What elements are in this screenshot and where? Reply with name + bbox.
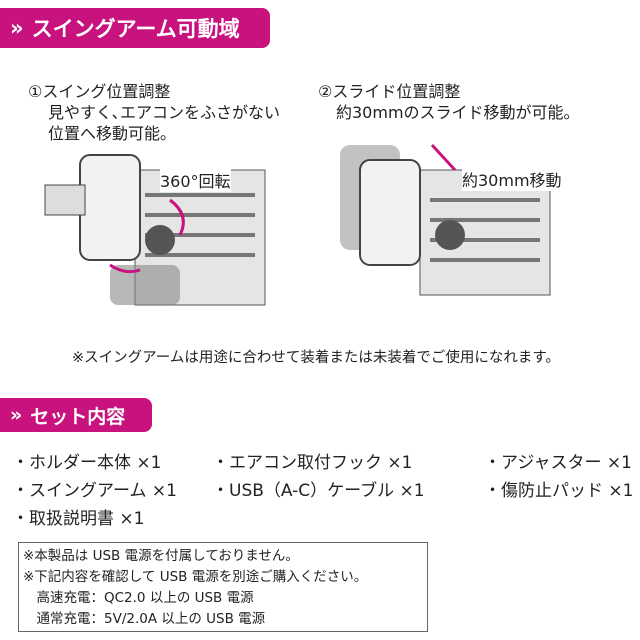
list-item: ・エアコン取付フック ×1 xyxy=(212,453,413,473)
swing-desc-line2: 位置へ移動可能。 xyxy=(48,124,177,143)
slide-heading: ②スライド位置調整 xyxy=(318,82,461,101)
swing-desc-line1: 見やすく､エアコンをふさがない xyxy=(48,103,281,122)
notice-line: ※本製品は USB 電源を付属しておりません。 xyxy=(23,548,299,564)
rotation-label: 360°回転 xyxy=(160,168,231,192)
double-chevron-icon: » xyxy=(10,404,23,426)
double-chevron-icon: » xyxy=(10,16,24,40)
section-title: スイングアーム可動域 xyxy=(31,17,240,41)
list-item: ・ホルダー本体 ×1 xyxy=(12,453,162,473)
notice-line: ※下記内容を確認して USB 電源を別途ご購入ください。 xyxy=(23,569,368,585)
slide-label: 約30mm移動 xyxy=(462,167,562,191)
swing-illustration xyxy=(44,154,266,306)
slide-desc-line1: 約30mmのスライド移動が可能。 xyxy=(336,103,580,122)
usb-power-notice: ※本製品は USB 電源を付属しておりません。 ※下記内容を確認して USB 電… xyxy=(18,542,428,632)
list-item: ・スイングアーム ×1 xyxy=(12,481,177,501)
list-item: ・取扱説明書 ×1 xyxy=(12,509,145,529)
slide-illustration xyxy=(340,143,551,296)
list-item: ・アジャスター ×1 xyxy=(484,453,632,473)
notice-line: 高速充電：QC2.0 以上の USB 電源 xyxy=(23,590,254,606)
list-item: ・傷防止パッド ×1 xyxy=(484,481,634,501)
swing-arm-note: ※スイングアームは用途に合わせて装着または未装着でご使用になれます。 xyxy=(72,350,560,366)
section-banner-swing-range: » スイングアーム可動域 xyxy=(0,8,270,48)
section-banner-contents: » セット内容 xyxy=(0,398,152,432)
list-item: ・USB（A-C）ケーブル ×1 xyxy=(212,481,425,501)
section-title: セット内容 xyxy=(30,405,126,428)
swing-heading: ①スイング位置調整 xyxy=(28,82,171,101)
notice-line: 通常充電：5V/2.0A 以上の USB 電源 xyxy=(23,611,266,627)
